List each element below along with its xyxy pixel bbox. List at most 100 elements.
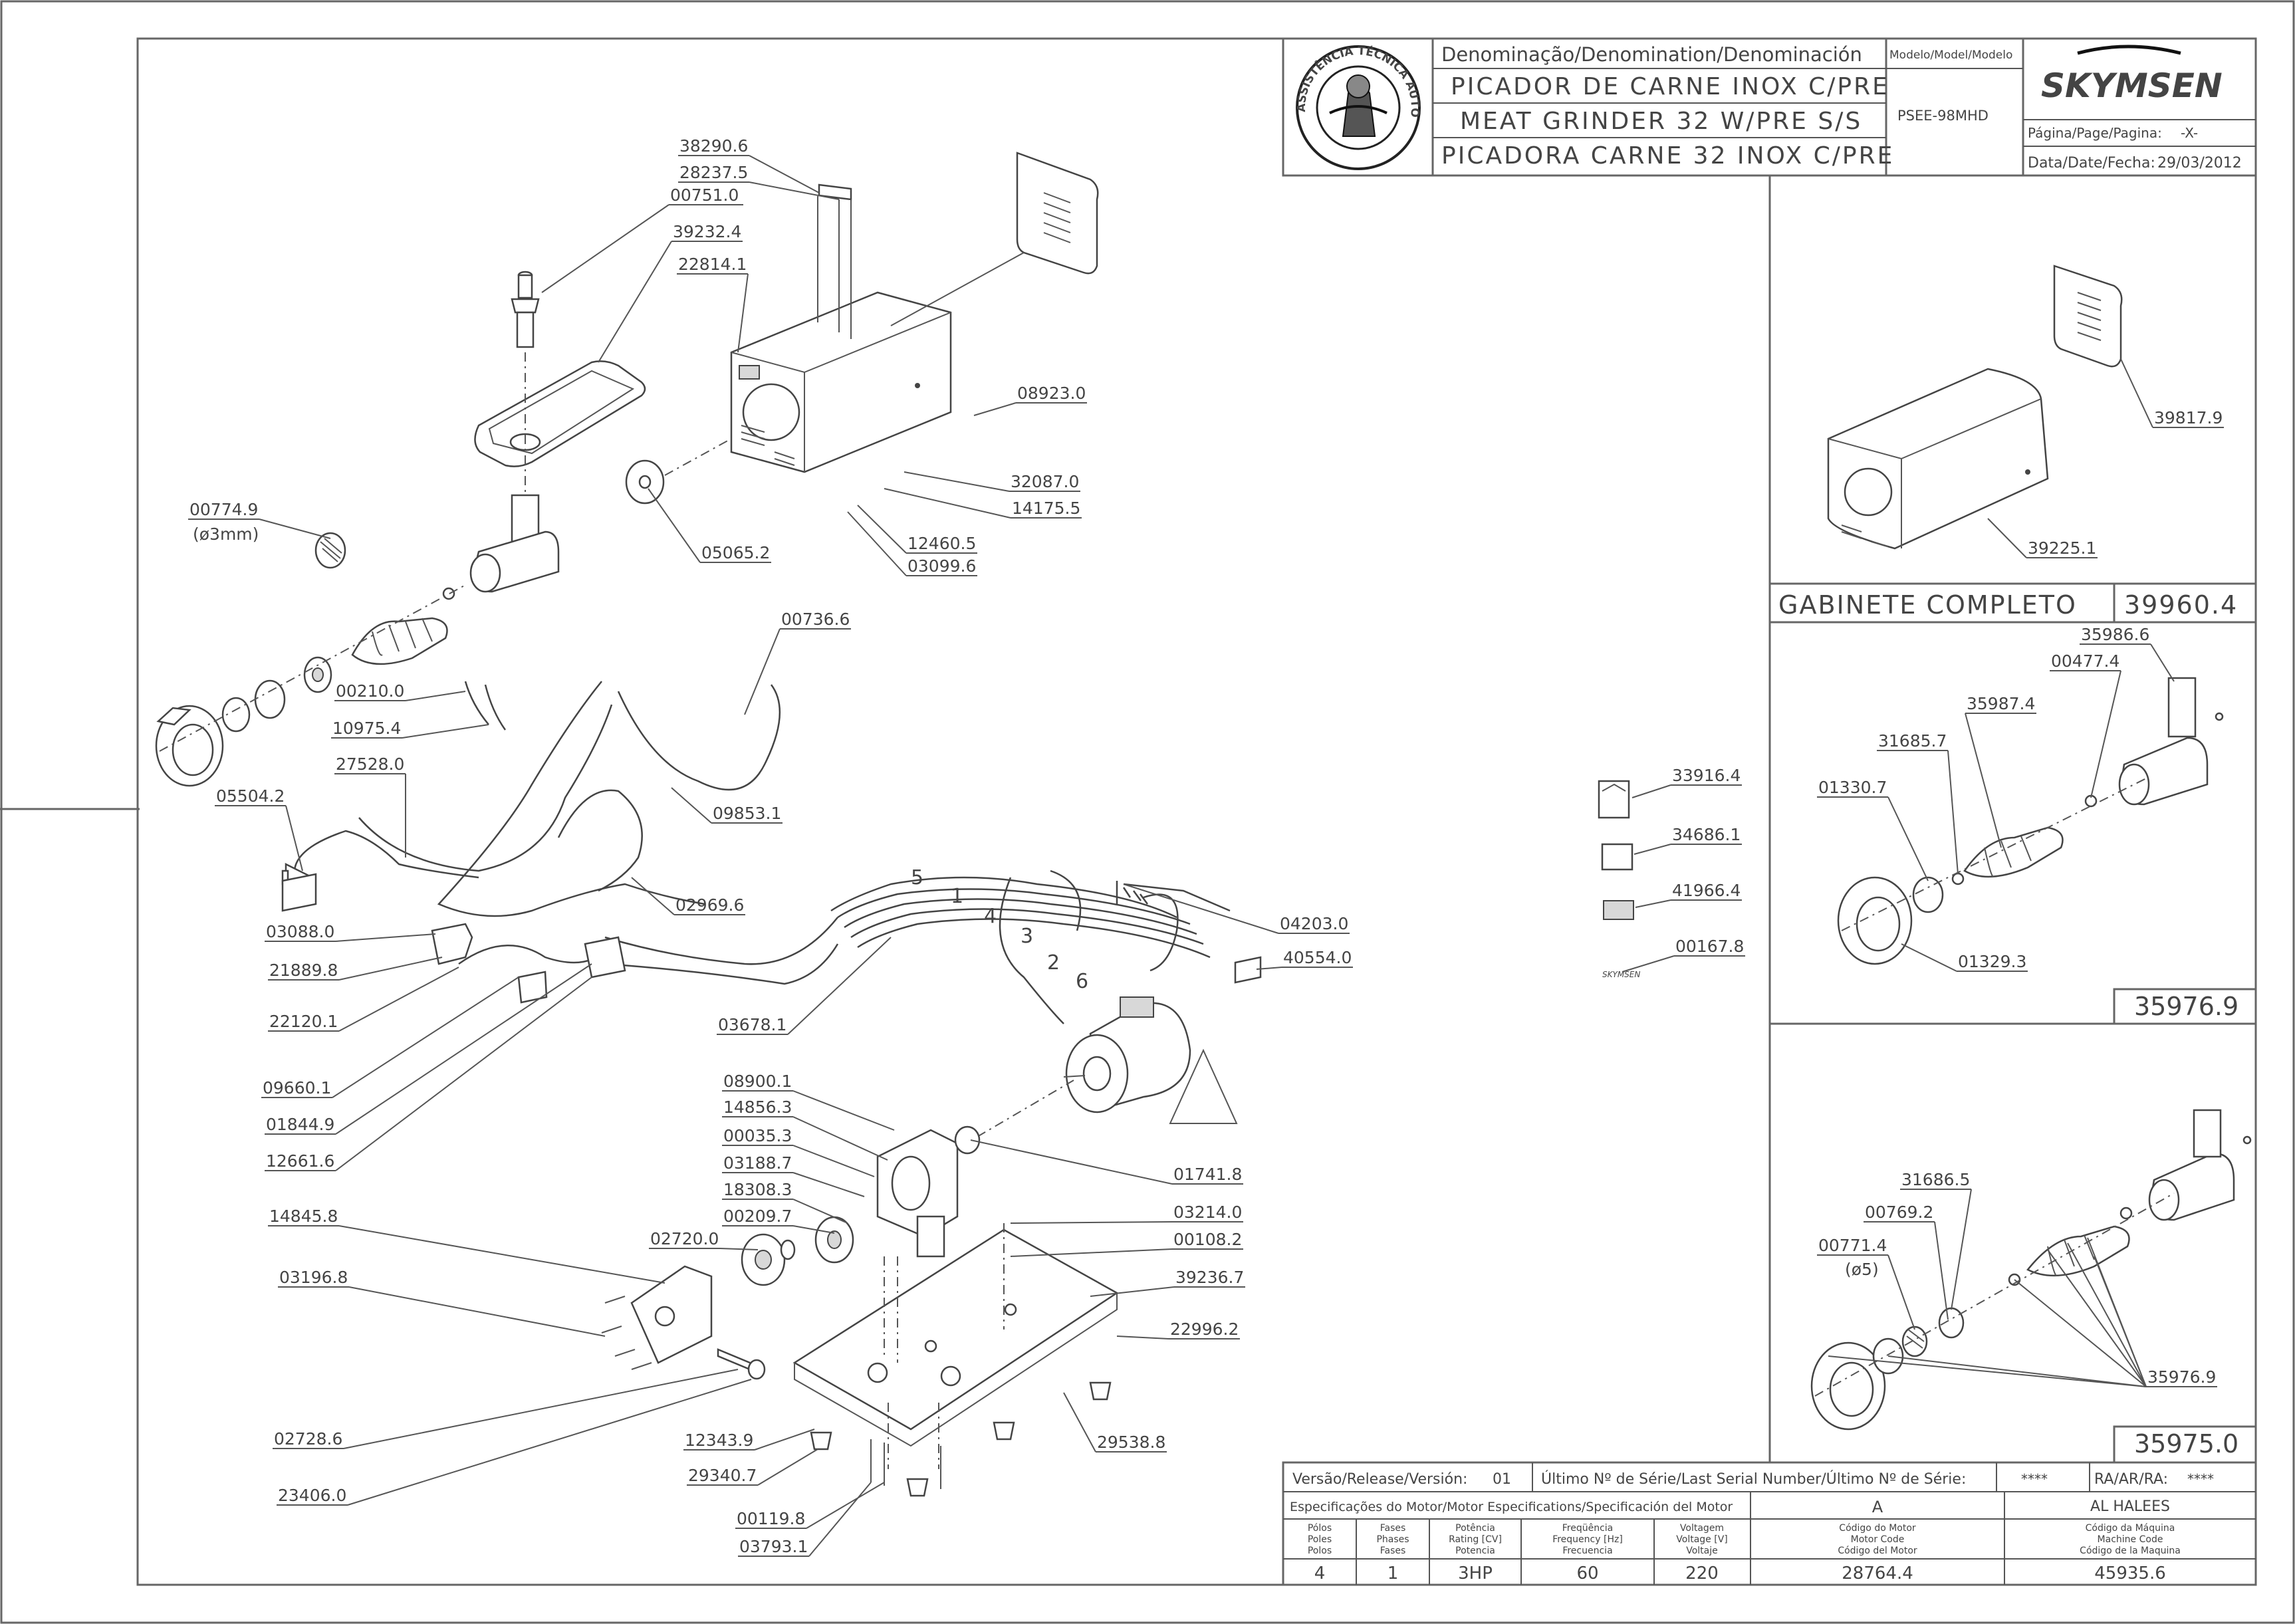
leader-line xyxy=(332,977,519,1098)
part-number-label: 03088.0 xyxy=(266,922,334,941)
part-number-label: 41966.4 xyxy=(1672,881,1741,900)
kit-5mm-panel: 35975.0 xyxy=(1810,1109,2252,1458)
part-number-label: 01329.3 xyxy=(1958,952,2026,971)
part-number-label: 00771.4 xyxy=(1818,1236,1887,1255)
serial-value: **** xyxy=(2021,1471,2048,1487)
part-number-label: 40554.0 xyxy=(1283,948,1352,967)
auger xyxy=(351,617,448,665)
part-number-label: 38290.6 xyxy=(679,136,748,156)
leader-line xyxy=(1010,1248,1173,1257)
part-number-label: 08900.1 xyxy=(723,1072,792,1091)
spec-head: Voltage [V] xyxy=(1676,1534,1727,1545)
part-number-label: 12460.5 xyxy=(907,534,976,553)
wire-number: 3 xyxy=(1021,925,1033,948)
leader-line xyxy=(744,628,781,715)
part-number-label: 39236.7 xyxy=(1175,1268,1244,1287)
client-name: AL HALEES xyxy=(2090,1498,2170,1515)
skymsen-logo: SKYMSEN xyxy=(2041,45,2223,105)
wire-number: 4 xyxy=(984,905,997,928)
motor-spec-table: Versão/Release/Versión: 01 Último Nº de … xyxy=(1282,1461,2257,1586)
leader-line xyxy=(343,1369,739,1449)
spec-frequency: 60 xyxy=(1576,1564,1598,1583)
spec-head: Fases xyxy=(1380,1523,1406,1534)
leader-line xyxy=(787,937,892,1035)
spec-head: Fases xyxy=(1380,1546,1406,1556)
leader-line xyxy=(1622,955,1675,973)
leader-line xyxy=(338,1225,665,1284)
part-number-label: 08923.0 xyxy=(1017,384,1086,403)
leader-line xyxy=(2047,1249,2147,1387)
leader-line xyxy=(1947,750,1959,875)
motor-spec-header: Especificações do Motor/Motor Especifica… xyxy=(1290,1500,1733,1514)
part-number-label: 00108.2 xyxy=(1173,1230,1242,1249)
leader-line xyxy=(1965,713,2002,848)
gabinete-title: GABINETE COMPLETO xyxy=(1778,590,2077,620)
leader-line xyxy=(335,933,436,942)
gabinete-panel: GABINETE COMPLETO 39960.4 xyxy=(1778,265,2236,620)
spec-head: Código da Máquina xyxy=(2086,1523,2175,1534)
part-number-label: 01844.9 xyxy=(266,1115,334,1134)
part-number-label: 03188.7 xyxy=(723,1153,792,1173)
ra-label: RA/AR/RA: xyxy=(2094,1471,2168,1488)
part-number-label: 18308.3 xyxy=(723,1180,792,1199)
leader-line xyxy=(884,488,1011,519)
part-labels: 38290.628237.500751.039232.422814.108923… xyxy=(188,136,2224,1557)
plate-label xyxy=(1603,900,1634,920)
part-number-label: 00769.2 xyxy=(1865,1203,1933,1222)
seal-ring xyxy=(954,1125,981,1155)
part-number-label: 09853.1 xyxy=(713,804,781,823)
leader-line xyxy=(806,1482,885,1529)
part-number-label: 21889.8 xyxy=(269,961,338,980)
sticker-40554 xyxy=(1234,956,1262,984)
leader-line xyxy=(338,967,459,1032)
part-number-label: 10975.4 xyxy=(332,719,401,738)
part-number-label: 03793.1 xyxy=(739,1537,808,1556)
part-number-label: 02969.6 xyxy=(675,895,744,915)
leader-line xyxy=(1633,844,1671,855)
spec-head: Voltaje xyxy=(1686,1546,1718,1556)
part-number-label: 01741.8 xyxy=(1173,1165,1242,1184)
part-number-label: 31685.7 xyxy=(1878,731,1947,751)
spec-head: Machine Code xyxy=(2098,1534,2163,1545)
leader-line xyxy=(1256,967,1282,970)
model-code: PSEE-98MHD xyxy=(1897,108,1989,124)
part-number-label: 03214.0 xyxy=(1173,1203,1242,1222)
leader-line xyxy=(631,877,675,915)
leader-line xyxy=(2014,1279,2147,1387)
leader-line xyxy=(757,1449,818,1486)
date-value: 29/03/2012 xyxy=(2157,155,2242,172)
part-number-label: 00035.3 xyxy=(723,1126,792,1145)
leader-line xyxy=(648,488,701,563)
spec-head: Potência xyxy=(1455,1523,1495,1534)
exploded-view: 5 1 4 3 2 6 xyxy=(155,152,1640,1497)
leader-line xyxy=(808,1482,872,1557)
leader-line xyxy=(2087,1237,2147,1387)
leader-line xyxy=(1828,1355,2147,1387)
leader-line xyxy=(1635,899,1671,908)
spec-head: Motor Code xyxy=(1851,1534,1905,1545)
spec-poles: 4 xyxy=(1314,1564,1326,1583)
kit-5mm-code: 35975.0 xyxy=(2134,1429,2238,1458)
part-number-label: 31686.5 xyxy=(1901,1170,1970,1189)
leader-line xyxy=(719,1248,759,1250)
version-value: 01 xyxy=(1493,1471,1511,1488)
brand-name: SKYMSEN xyxy=(2041,66,2223,105)
leader-line xyxy=(1063,1392,1096,1452)
leader-line xyxy=(541,204,669,293)
leader-line xyxy=(1887,796,1929,881)
part-number-label: 03678.1 xyxy=(718,1015,786,1034)
part-number-label: 39225.1 xyxy=(2028,538,2096,558)
part-number-label: 01330.7 xyxy=(1818,778,1887,797)
rear-grille-plate xyxy=(890,152,1099,326)
part-number-label: 12343.9 xyxy=(685,1431,753,1450)
part-number-label: 09660.1 xyxy=(263,1078,331,1098)
spec-head: Freqüência xyxy=(1562,1523,1614,1534)
leader-line xyxy=(347,1379,752,1506)
leader-line xyxy=(259,519,331,539)
leader-line xyxy=(1116,1335,1169,1339)
spec-head: Poles xyxy=(1308,1534,1332,1545)
grinder-body xyxy=(469,494,560,593)
front-ring xyxy=(155,705,224,787)
part-number-label: 03196.8 xyxy=(279,1268,348,1287)
